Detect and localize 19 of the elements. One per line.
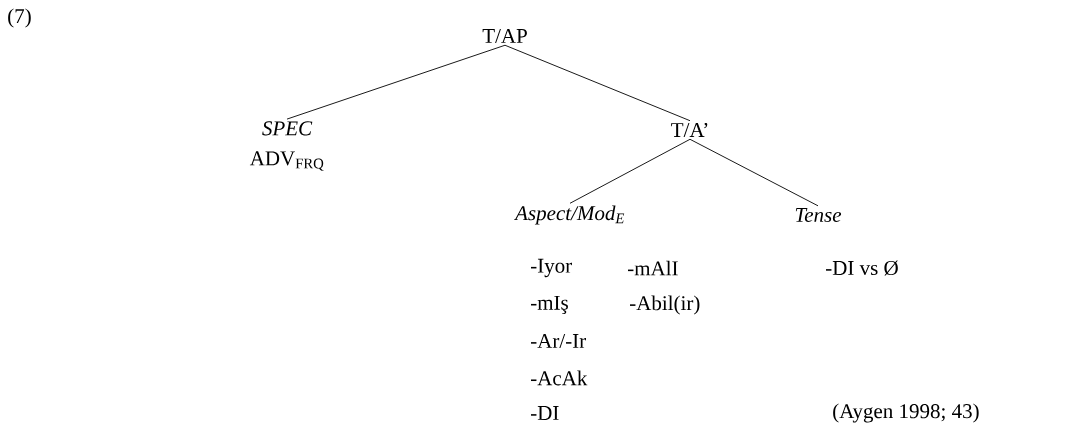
morpheme-label: -Ar/-Ir (531, 333, 586, 349)
morpheme-label: -mAlI (628, 260, 678, 276)
morpheme-label: -mIş (531, 295, 568, 315)
tree-branch (689, 138, 819, 207)
tree-label: T/A’ (671, 122, 708, 138)
morpheme-label: -DI vs Ø (826, 260, 898, 276)
tree-branch (286, 44, 506, 120)
morpheme-label: -Abil(ir) (630, 295, 700, 315)
morpheme-label: -Iyor (531, 258, 572, 278)
tree-label: Tense (795, 208, 842, 222)
morpheme-label: -DI (531, 406, 559, 420)
tree-label: T/AP (482, 28, 527, 44)
tree-branch (504, 44, 691, 122)
tree-branch (569, 138, 691, 204)
morpheme-label: -AcAk (531, 370, 588, 386)
morpheme-label: (Aygen 1998; 43) (833, 403, 979, 423)
tree-label: Aspect/Mod$_{E}$ (513, 205, 625, 225)
morpheme-label: (7) (8, 8, 31, 28)
tree-label: SPEC ADV$_{FRQ}$ (249, 121, 324, 171)
